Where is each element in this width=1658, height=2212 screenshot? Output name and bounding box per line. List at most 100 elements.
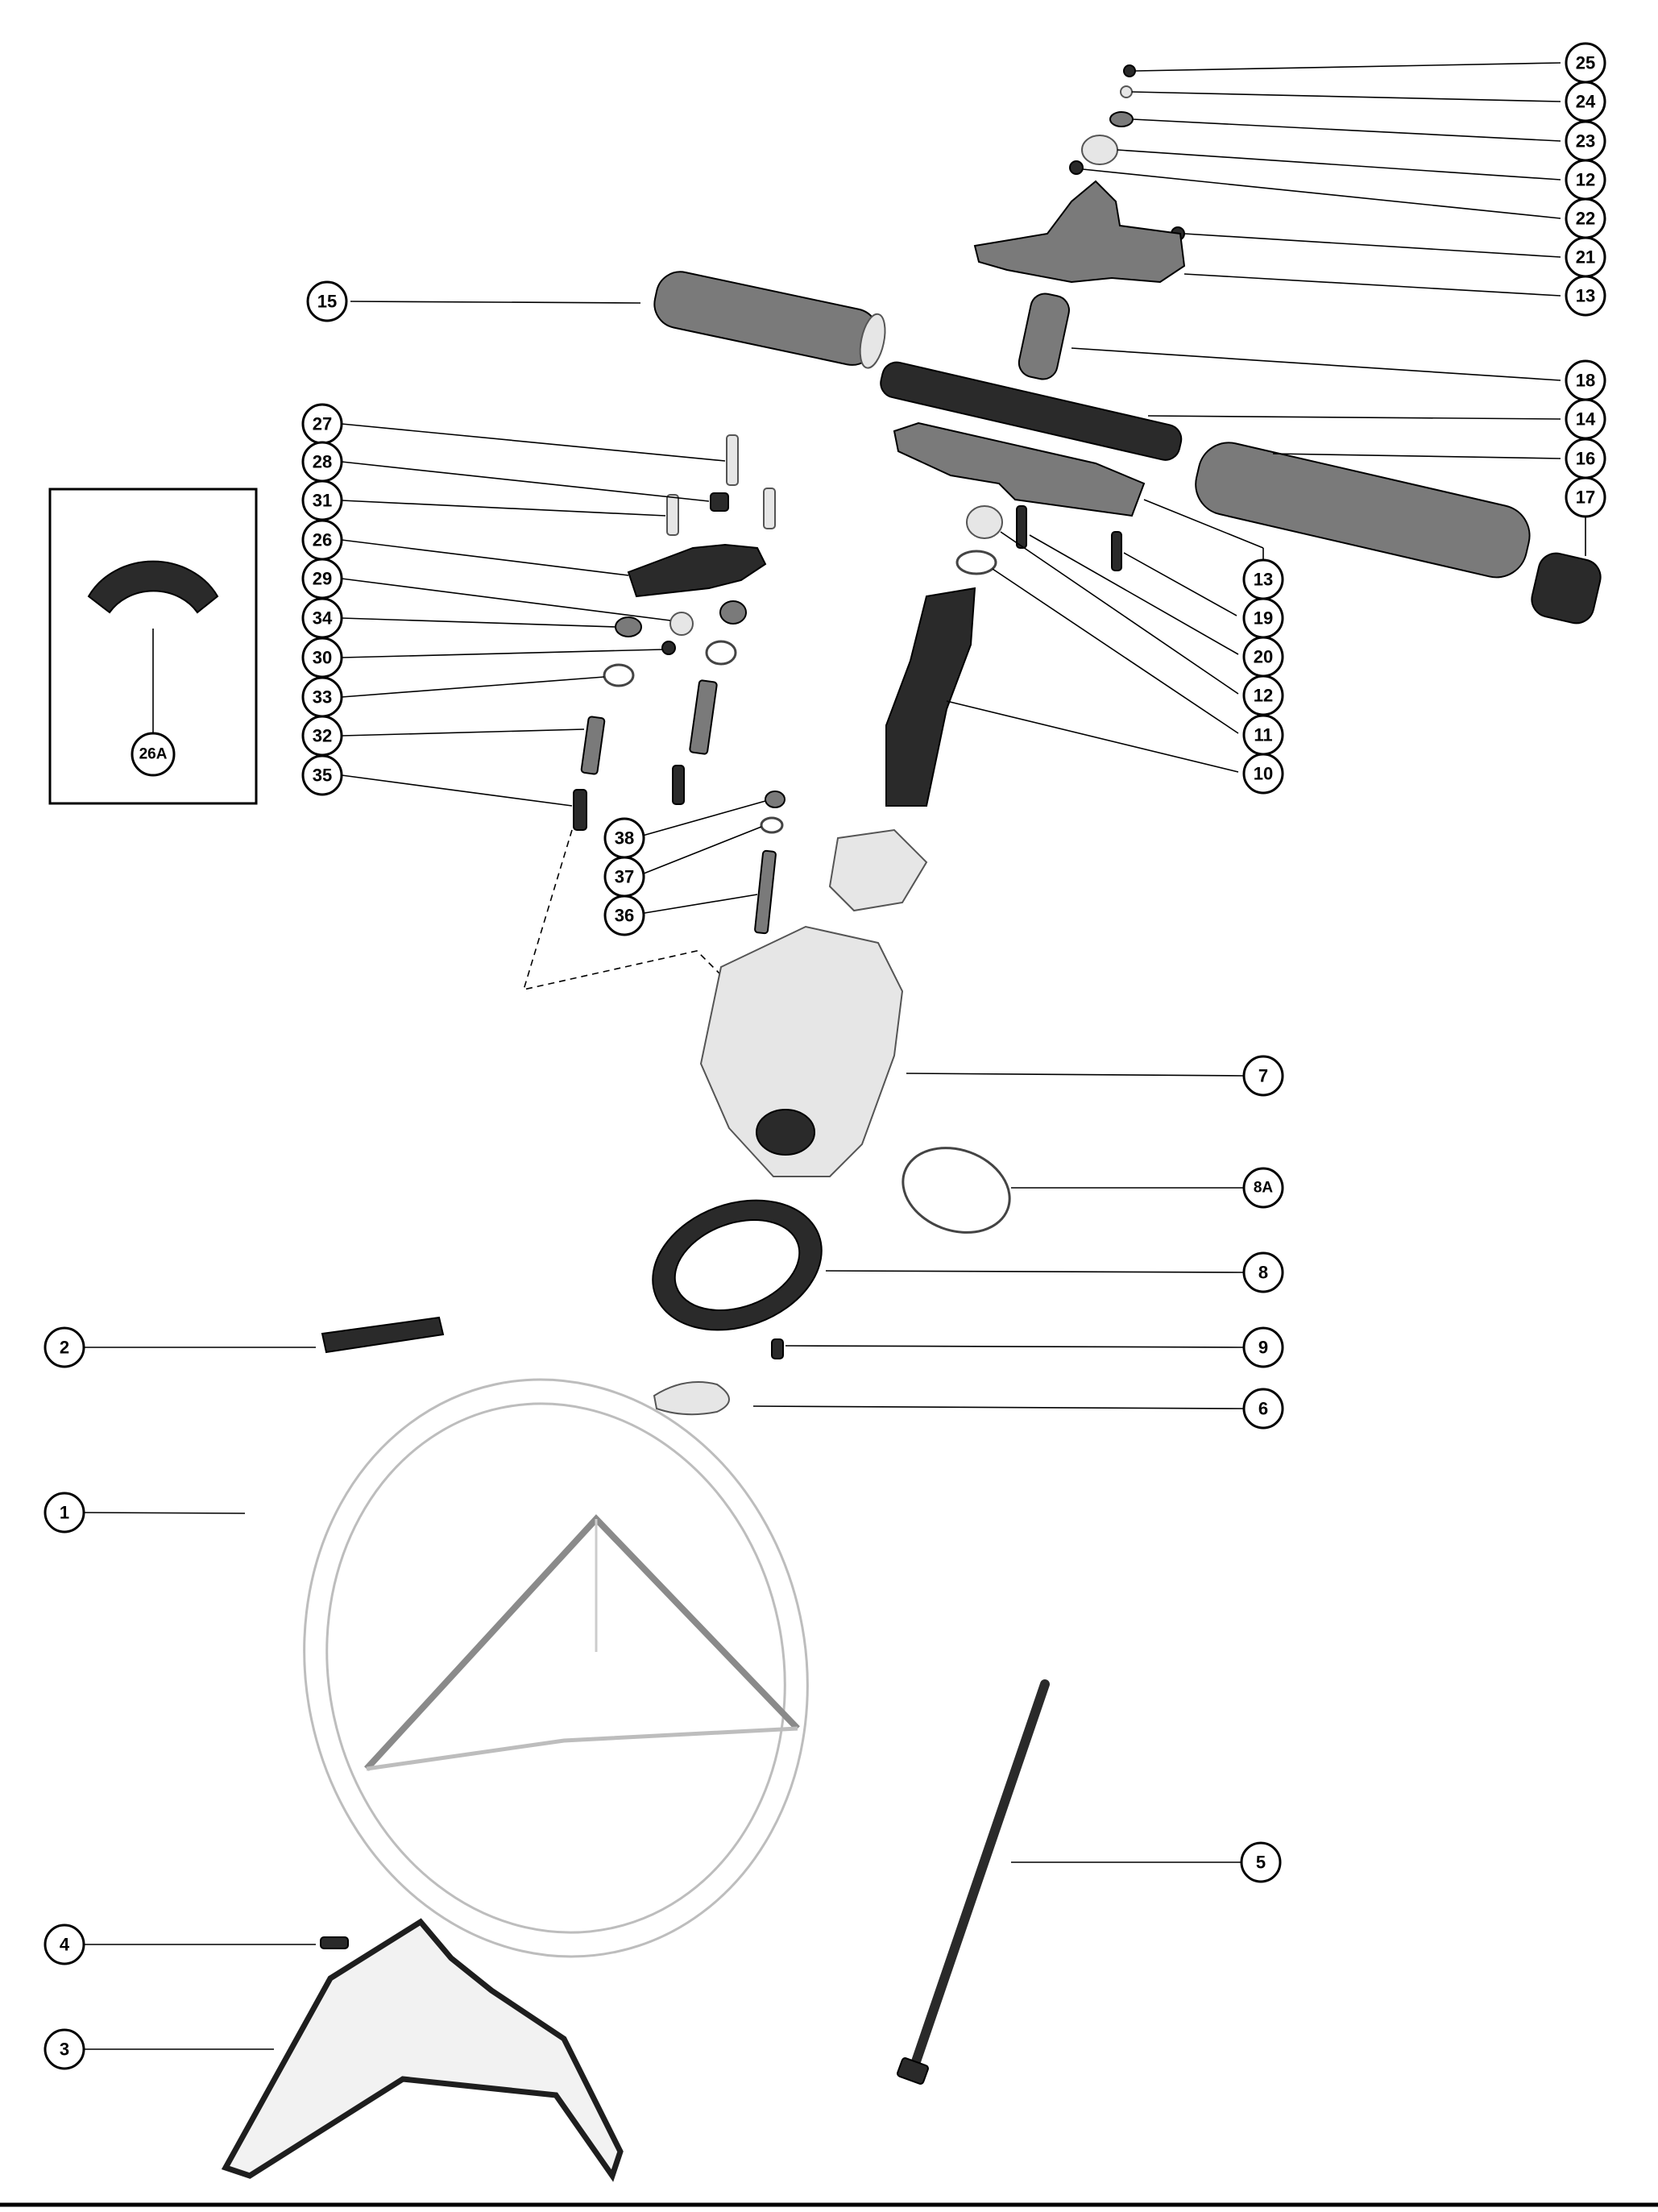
- part-34-nut: [615, 616, 642, 637]
- leader-12a: [1117, 149, 1561, 181]
- callout-13b: 13: [1242, 558, 1284, 600]
- part-illustrations: [0, 64, 1658, 2207]
- callout-28: 28: [301, 441, 343, 483]
- part-1-steering-wheel: [303, 1378, 809, 1958]
- callout-15: 15: [306, 280, 348, 322]
- svg-text:38: 38: [615, 828, 634, 849]
- svg-text:13: 13: [1576, 286, 1595, 306]
- part-14-center-shaft: [880, 361, 1183, 461]
- part-13-lower-bracket: [893, 421, 1146, 517]
- leader-35: [341, 774, 573, 807]
- leader-11: [992, 568, 1239, 734]
- part-33-washer: [603, 663, 635, 687]
- callout-3: 3: [44, 2028, 85, 2070]
- svg-text:28: 28: [313, 452, 332, 472]
- svg-text:9: 9: [1258, 1338, 1268, 1358]
- leader-36: [639, 894, 758, 915]
- part-26A-clamp: [87, 560, 219, 614]
- svg-text:30: 30: [313, 648, 332, 668]
- part-30-washer-right: [705, 640, 737, 666]
- leader-26: [341, 539, 629, 576]
- svg-text:19: 19: [1254, 608, 1273, 629]
- part-11-washer: [955, 550, 997, 575]
- part-20-screw: [1016, 505, 1027, 549]
- svg-text:31: 31: [313, 491, 332, 511]
- callout-10: 10: [1242, 753, 1284, 795]
- leader-31: [341, 500, 666, 517]
- leader-33: [341, 676, 605, 698]
- leader-12b: [1000, 531, 1239, 695]
- leader-32: [341, 728, 585, 737]
- part-16-right-tube: [1195, 442, 1531, 579]
- svg-text:35: 35: [313, 766, 332, 786]
- inset-box-26A: [48, 488, 258, 805]
- part-31-bolt-left: [666, 494, 679, 536]
- callout-2: 2: [44, 1326, 85, 1368]
- svg-text:6: 6: [1258, 1399, 1268, 1419]
- svg-text:5: 5: [1256, 1853, 1266, 1873]
- part-24-washer: [1120, 85, 1133, 98]
- callout-11: 11: [1242, 714, 1284, 756]
- part-22-plug: [1069, 160, 1084, 175]
- callout-19: 19: [1242, 597, 1284, 639]
- leader-37: [639, 826, 762, 876]
- part-15-left-tube: [653, 271, 886, 369]
- part-3-center-cover: [221, 1918, 624, 2182]
- callout-30: 30: [301, 637, 343, 679]
- callout-35: 35: [301, 754, 343, 796]
- svg-text:18: 18: [1576, 371, 1595, 391]
- svg-text:3: 3: [60, 2040, 69, 2060]
- part-4-screw: [320, 1936, 349, 1949]
- callout-29: 29: [301, 558, 343, 600]
- callout-8A: 8A: [1242, 1167, 1284, 1209]
- part-5-bolt-head: [897, 2057, 929, 2085]
- callout-12b: 12: [1242, 674, 1284, 716]
- svg-text:27: 27: [313, 414, 332, 434]
- part-18-sleeve: [1018, 293, 1070, 380]
- part-35-stud-right: [672, 765, 685, 805]
- svg-text:4: 4: [60, 1935, 70, 1955]
- leader-13a: [1183, 273, 1561, 297]
- callout-25: 25: [1565, 42, 1606, 84]
- part-37-washer: [760, 816, 784, 834]
- leader-7: [906, 1073, 1246, 1077]
- part-6-cap: [653, 1381, 730, 1416]
- leader-21: [1183, 233, 1561, 258]
- part-30-nut: [661, 641, 676, 655]
- svg-text:12: 12: [1576, 170, 1595, 190]
- part-2-emblem: [321, 1316, 445, 1354]
- callout-6: 6: [1242, 1388, 1284, 1430]
- svg-text:22: 22: [1576, 209, 1595, 229]
- callout-24: 24: [1565, 81, 1606, 122]
- svg-text:14: 14: [1576, 409, 1596, 430]
- callout-7: 7: [1242, 1055, 1284, 1097]
- callout-26A: 26A: [131, 732, 176, 777]
- part-35-stud-left: [573, 789, 587, 831]
- part-23-washer: [1109, 111, 1134, 127]
- callout-1: 1: [44, 1492, 85, 1533]
- svg-text:26: 26: [313, 530, 332, 550]
- svg-text:11: 11: [1254, 725, 1272, 745]
- leader-25: [1134, 62, 1561, 72]
- callout-bubbles: 25 24 23 12 22 21 13 15 18 14 16 17 13 1…: [44, 42, 1606, 2070]
- part-25-nut: [1123, 64, 1136, 77]
- part-coupling: [828, 828, 928, 912]
- callout-14: 14: [1565, 398, 1606, 440]
- leader-9: [785, 1345, 1245, 1348]
- callout-27: 27: [301, 403, 343, 445]
- callout-8: 8: [1242, 1251, 1284, 1293]
- callout-4: 4: [44, 1924, 85, 1965]
- svg-text:25: 25: [1576, 53, 1595, 73]
- part-29-washer-right: [719, 600, 747, 625]
- part-26-clamp: [627, 543, 767, 598]
- part-32-stud-left: [580, 716, 606, 775]
- svg-text:10: 10: [1254, 764, 1273, 784]
- leader-27: [341, 423, 726, 462]
- svg-text:33: 33: [313, 687, 332, 708]
- callout-32: 32: [301, 715, 343, 757]
- callout-37: 37: [603, 856, 645, 898]
- part-7-housing: [699, 925, 904, 1177]
- callout-31: 31: [301, 479, 343, 521]
- callout-20: 20: [1242, 636, 1284, 678]
- svg-text:17: 17: [1576, 488, 1595, 508]
